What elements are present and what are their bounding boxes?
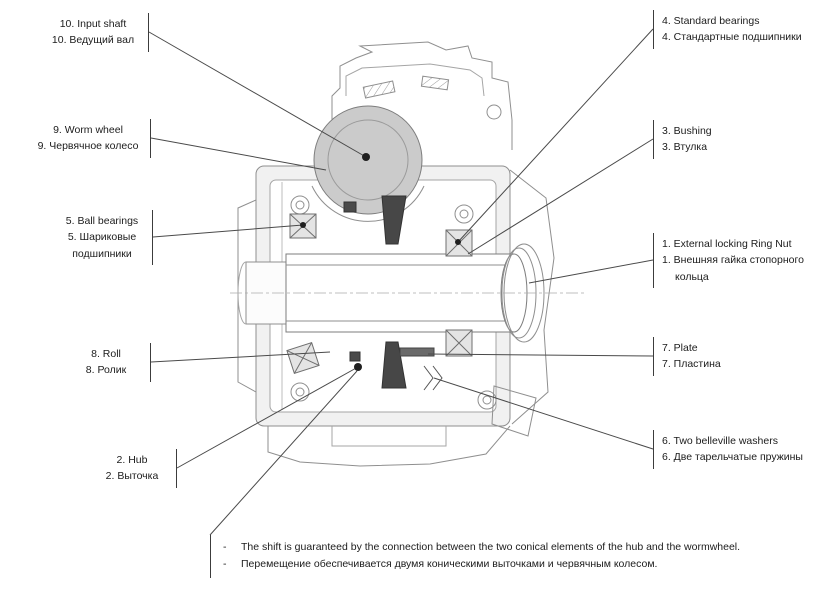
leader-input-shaft [148,31,367,158]
footnote-text-en: The shift is guaranteed by the connectio… [241,541,741,553]
plate-part [399,347,435,357]
label-ball-bearings-ru: 5. Шариковые подшипники [67,231,137,260]
footnote: - The shift is guaranteed by the connect… [210,535,810,578]
label-roll-en: 8. Roll [91,348,121,360]
seal-upper [343,201,357,213]
label-worm-wheel-ru: 9. Червячное колесо [37,140,139,153]
anchor-dot-ball-bearings [300,222,306,228]
leader-hub [176,366,359,469]
anchor-dot-input-shaft [362,153,370,161]
label-hub-en: 2. Hub [116,454,148,466]
label-plate-en: 7. Plate [662,342,698,354]
label-standard-bearings: 4. Standard bearings 4. Стандартные подш… [653,10,822,49]
label-bushing: 3. Bushing 3. Втулка [653,120,773,159]
label-hub: 2. Hub 2. Выточка [96,449,177,488]
label-input-shaft-ru: 10. Ведущий вал [51,34,135,47]
housing-bottom [267,385,537,467]
label-standard-bearings-ru: 4. Стандартные подшипники [662,31,802,44]
bolt-holes [290,195,497,410]
leader-belleville [433,377,654,450]
roll-bearing-lower [286,341,320,375]
leader-footnote [209,370,358,536]
belleville-washers-part [423,365,443,391]
lug-hole [486,104,502,120]
label-ring-nut: 1. External locking Ring Nut 1. Внешняя … [653,233,822,288]
anchor-dot-hub [354,363,362,371]
label-bushing-ru: 3. Втулка [662,141,708,154]
standard-bearing-lower [445,329,473,357]
label-plate-ru: 7. Пластина [662,358,721,371]
housing-top [331,41,513,150]
seal-lower [349,351,361,362]
label-ring-nut-ru: 1. Внешняя гайка стопорного кольца [662,254,804,283]
label-input-shaft-en: 10. Input shaft [59,18,127,30]
label-hub-ru: 2. Выточка [105,470,159,483]
footnote-line-ru: - Перемещение обеспечивается двумя конич… [223,556,810,573]
footnote-bullet: - [223,541,227,553]
label-belleville-ru: 6. Две тарельчатые пружины [662,451,803,464]
label-plate: 7. Plate 7. Пластина [653,337,763,376]
label-input-shaft: 10. Input shaft 10. Ведущий вал [46,13,149,52]
leader-ring-nut [528,259,654,284]
label-worm-wheel: 9. Worm wheel 9. Червячное колесо [34,119,151,158]
label-bushing-en: 3. Bushing [662,125,712,137]
leader-bushing [467,138,654,255]
label-standard-bearings-en: 4. Standard bearings [662,15,760,27]
label-worm-wheel-en: 9. Worm wheel [53,124,123,136]
footnote-line-en: - The shift is guaranteed by the connect… [223,539,810,556]
anchor-dot-standard-bearings [455,239,461,245]
leader-worm-wheel [150,137,327,171]
label-ring-nut-en: 1. External locking Ring Nut [662,238,792,250]
leader-ball-bearings [152,224,304,238]
hub-cone-upper [381,195,407,245]
label-belleville-en: 6. Two belleville washers [662,435,778,447]
footnote-bullet: - [223,558,227,571]
leader-roll [150,351,331,363]
label-ball-bearings-en: 5. Ball bearings [65,215,139,227]
label-roll-ru: 8. Ролик [85,364,127,377]
leader-standard-bearings [457,28,654,243]
label-ball-bearings: 5. Ball bearings 5. Шариковые подшипники [60,210,153,265]
footnote-text-ru: Перемещение обеспечивается двумя коничес… [241,558,658,571]
label-roll: 8. Roll 8. Ролик [70,343,151,382]
label-belleville: 6. Two belleville washers 6. Две тарельч… [653,430,822,469]
leader-plate [427,353,654,357]
